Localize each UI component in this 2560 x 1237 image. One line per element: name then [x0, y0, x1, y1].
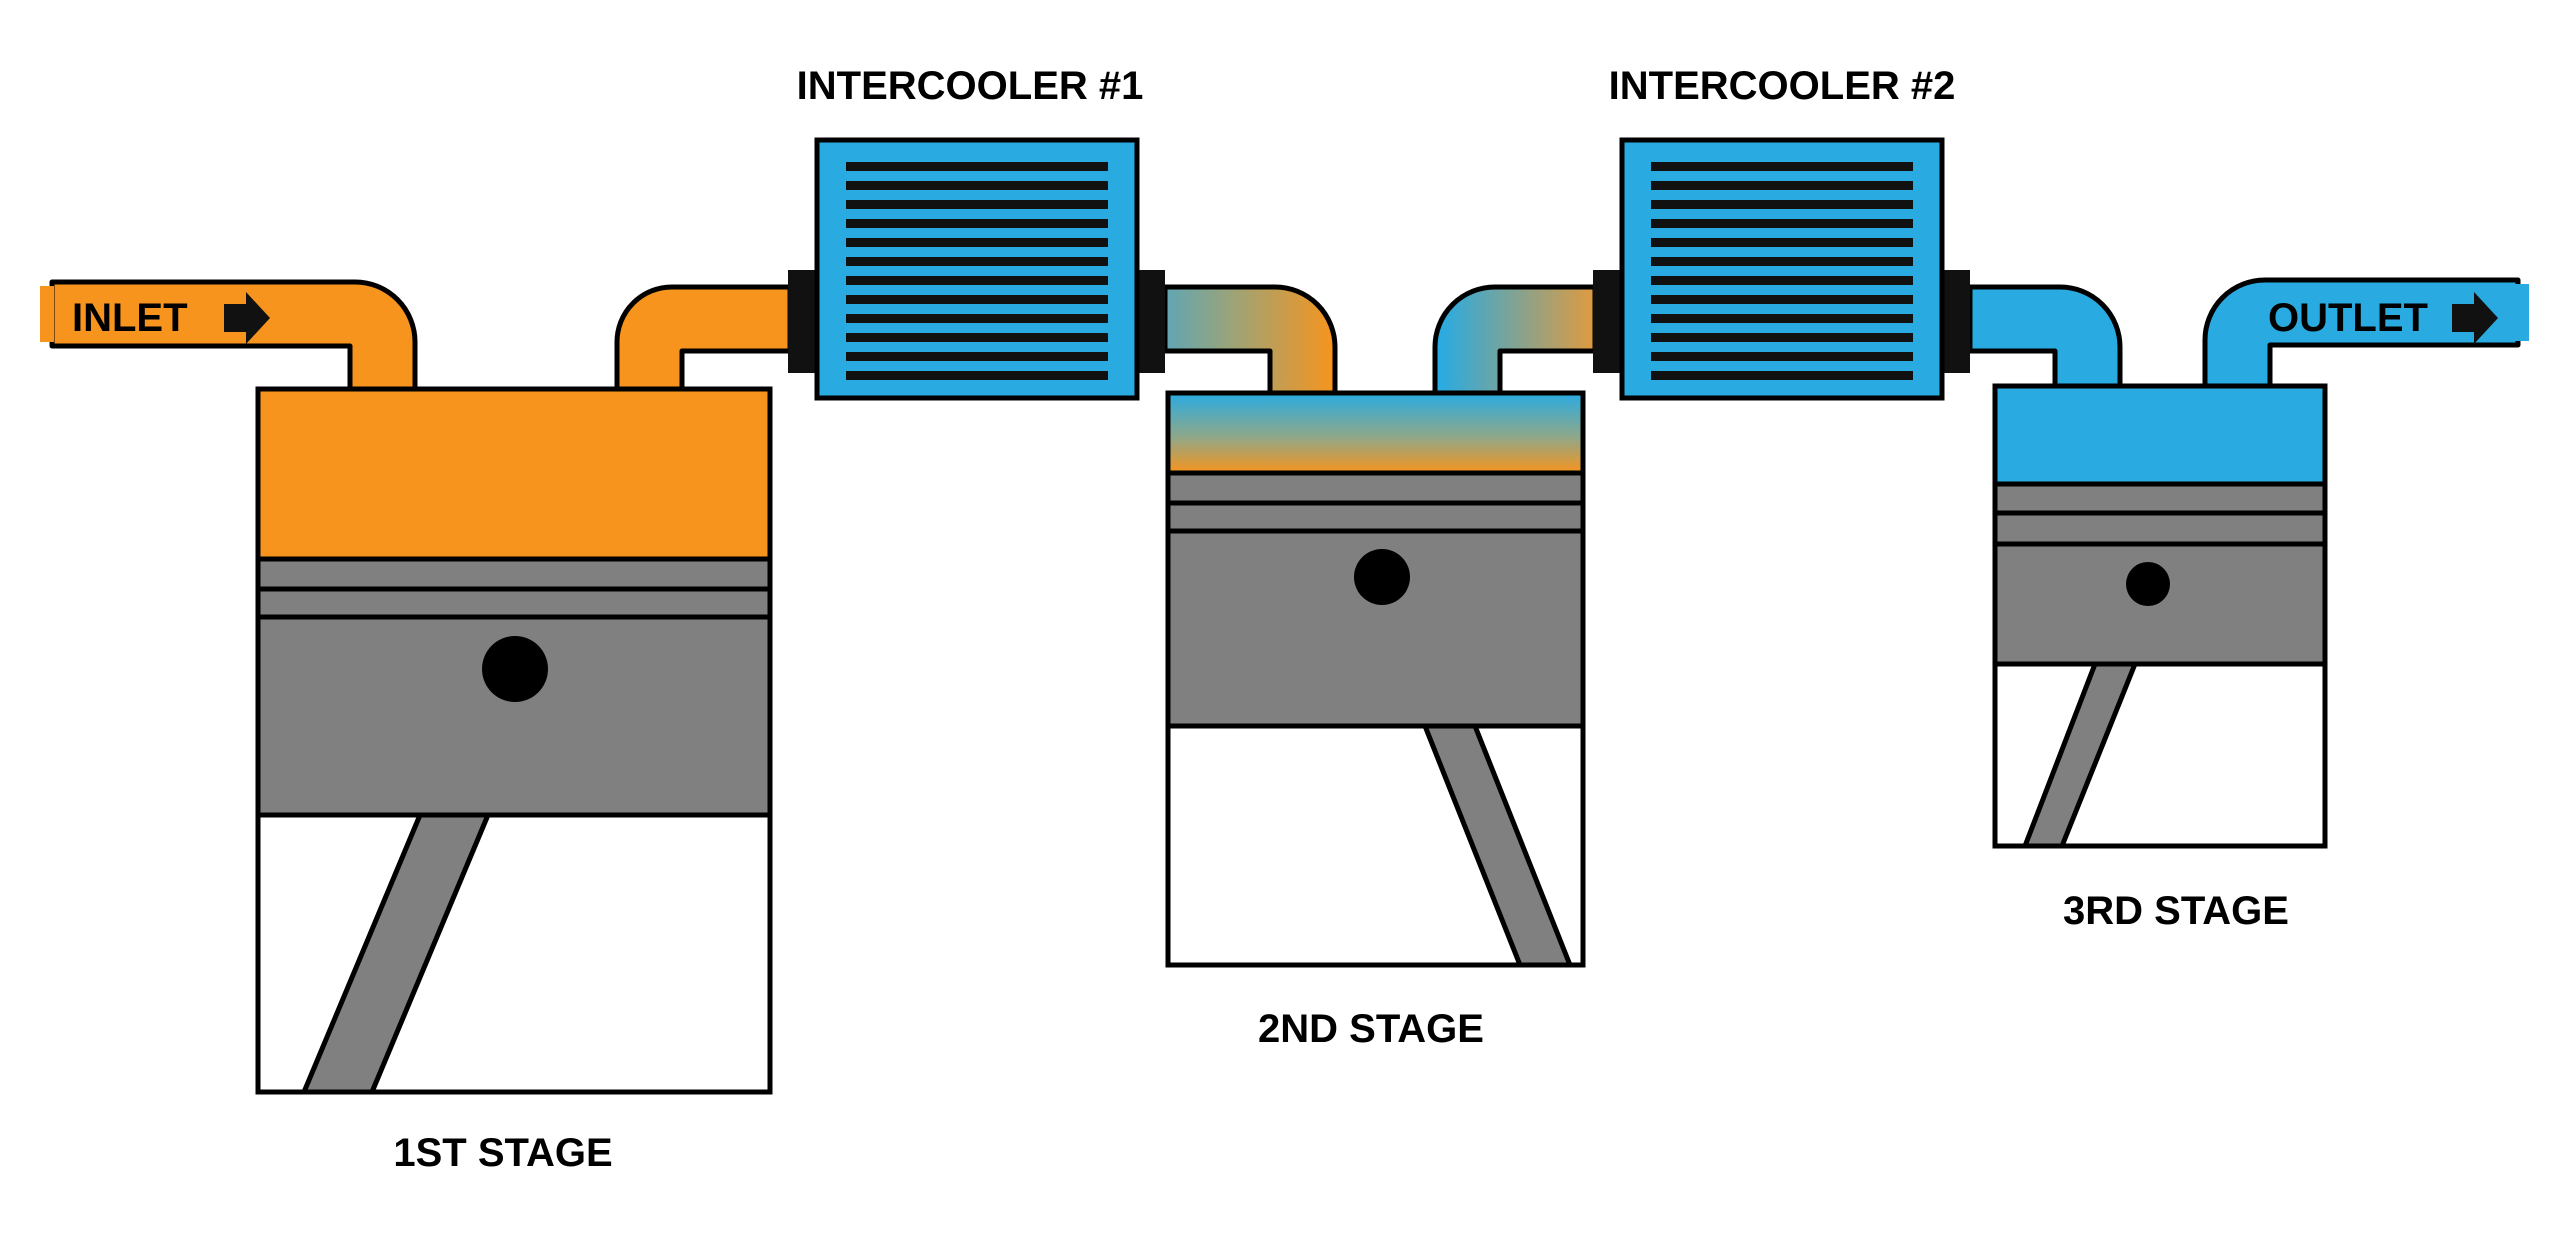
pipe-stage2-to-intercooler2 [1432, 284, 1598, 399]
inlet-label: INLET [72, 296, 188, 340]
intercooler-2 [1593, 137, 1970, 401]
stage-3-connecting-rod [2022, 661, 2138, 849]
stage-2-label: 2ND STAGE [1258, 1007, 1484, 1051]
outlet-arrow-right-icon [2452, 292, 2498, 344]
stage-2-wrist-pin [1354, 549, 1410, 605]
stage-3-label: 3RD STAGE [2063, 889, 2289, 933]
stage-1-label: 1ST STAGE [393, 1131, 612, 1175]
intercooler-2-label: INTERCOOLER #2 [1609, 64, 1956, 108]
intercooler-1 [788, 137, 1165, 401]
pipe-intercooler2-to-stage3 [1967, 284, 2123, 391]
pipe-stage1-to-intercooler1 [614, 284, 793, 395]
intercooler-2-fins [1651, 162, 1913, 380]
stage-1-cylinder [255, 386, 773, 1095]
stage-2-compression-chamber [1165, 390, 1586, 476]
stage-1-wrist-pin [482, 636, 548, 702]
stage-3-cylinder [1992, 383, 2328, 849]
pipe-intercooler1-to-stage2 [1162, 284, 1338, 399]
stage-1-compression-chamber [255, 386, 773, 562]
stage-1-piston [255, 556, 773, 818]
stage-1-connecting-rod [301, 812, 491, 1095]
stage-3-compression-chamber [1992, 383, 2328, 487]
intercooler-1-label: INTERCOOLER #1 [797, 64, 1144, 108]
intercooler-1-fins [846, 162, 1108, 380]
stage-3-wrist-pin [2126, 562, 2170, 606]
stage-3-piston [1992, 481, 2328, 667]
outlet-label: OUTLET [2268, 296, 2428, 340]
stage-2-cylinder [1165, 390, 1586, 968]
inlet-arrow-right-icon [224, 292, 270, 344]
stage-2-connecting-rod [1422, 723, 1573, 968]
stage-2-piston [1165, 470, 1586, 729]
